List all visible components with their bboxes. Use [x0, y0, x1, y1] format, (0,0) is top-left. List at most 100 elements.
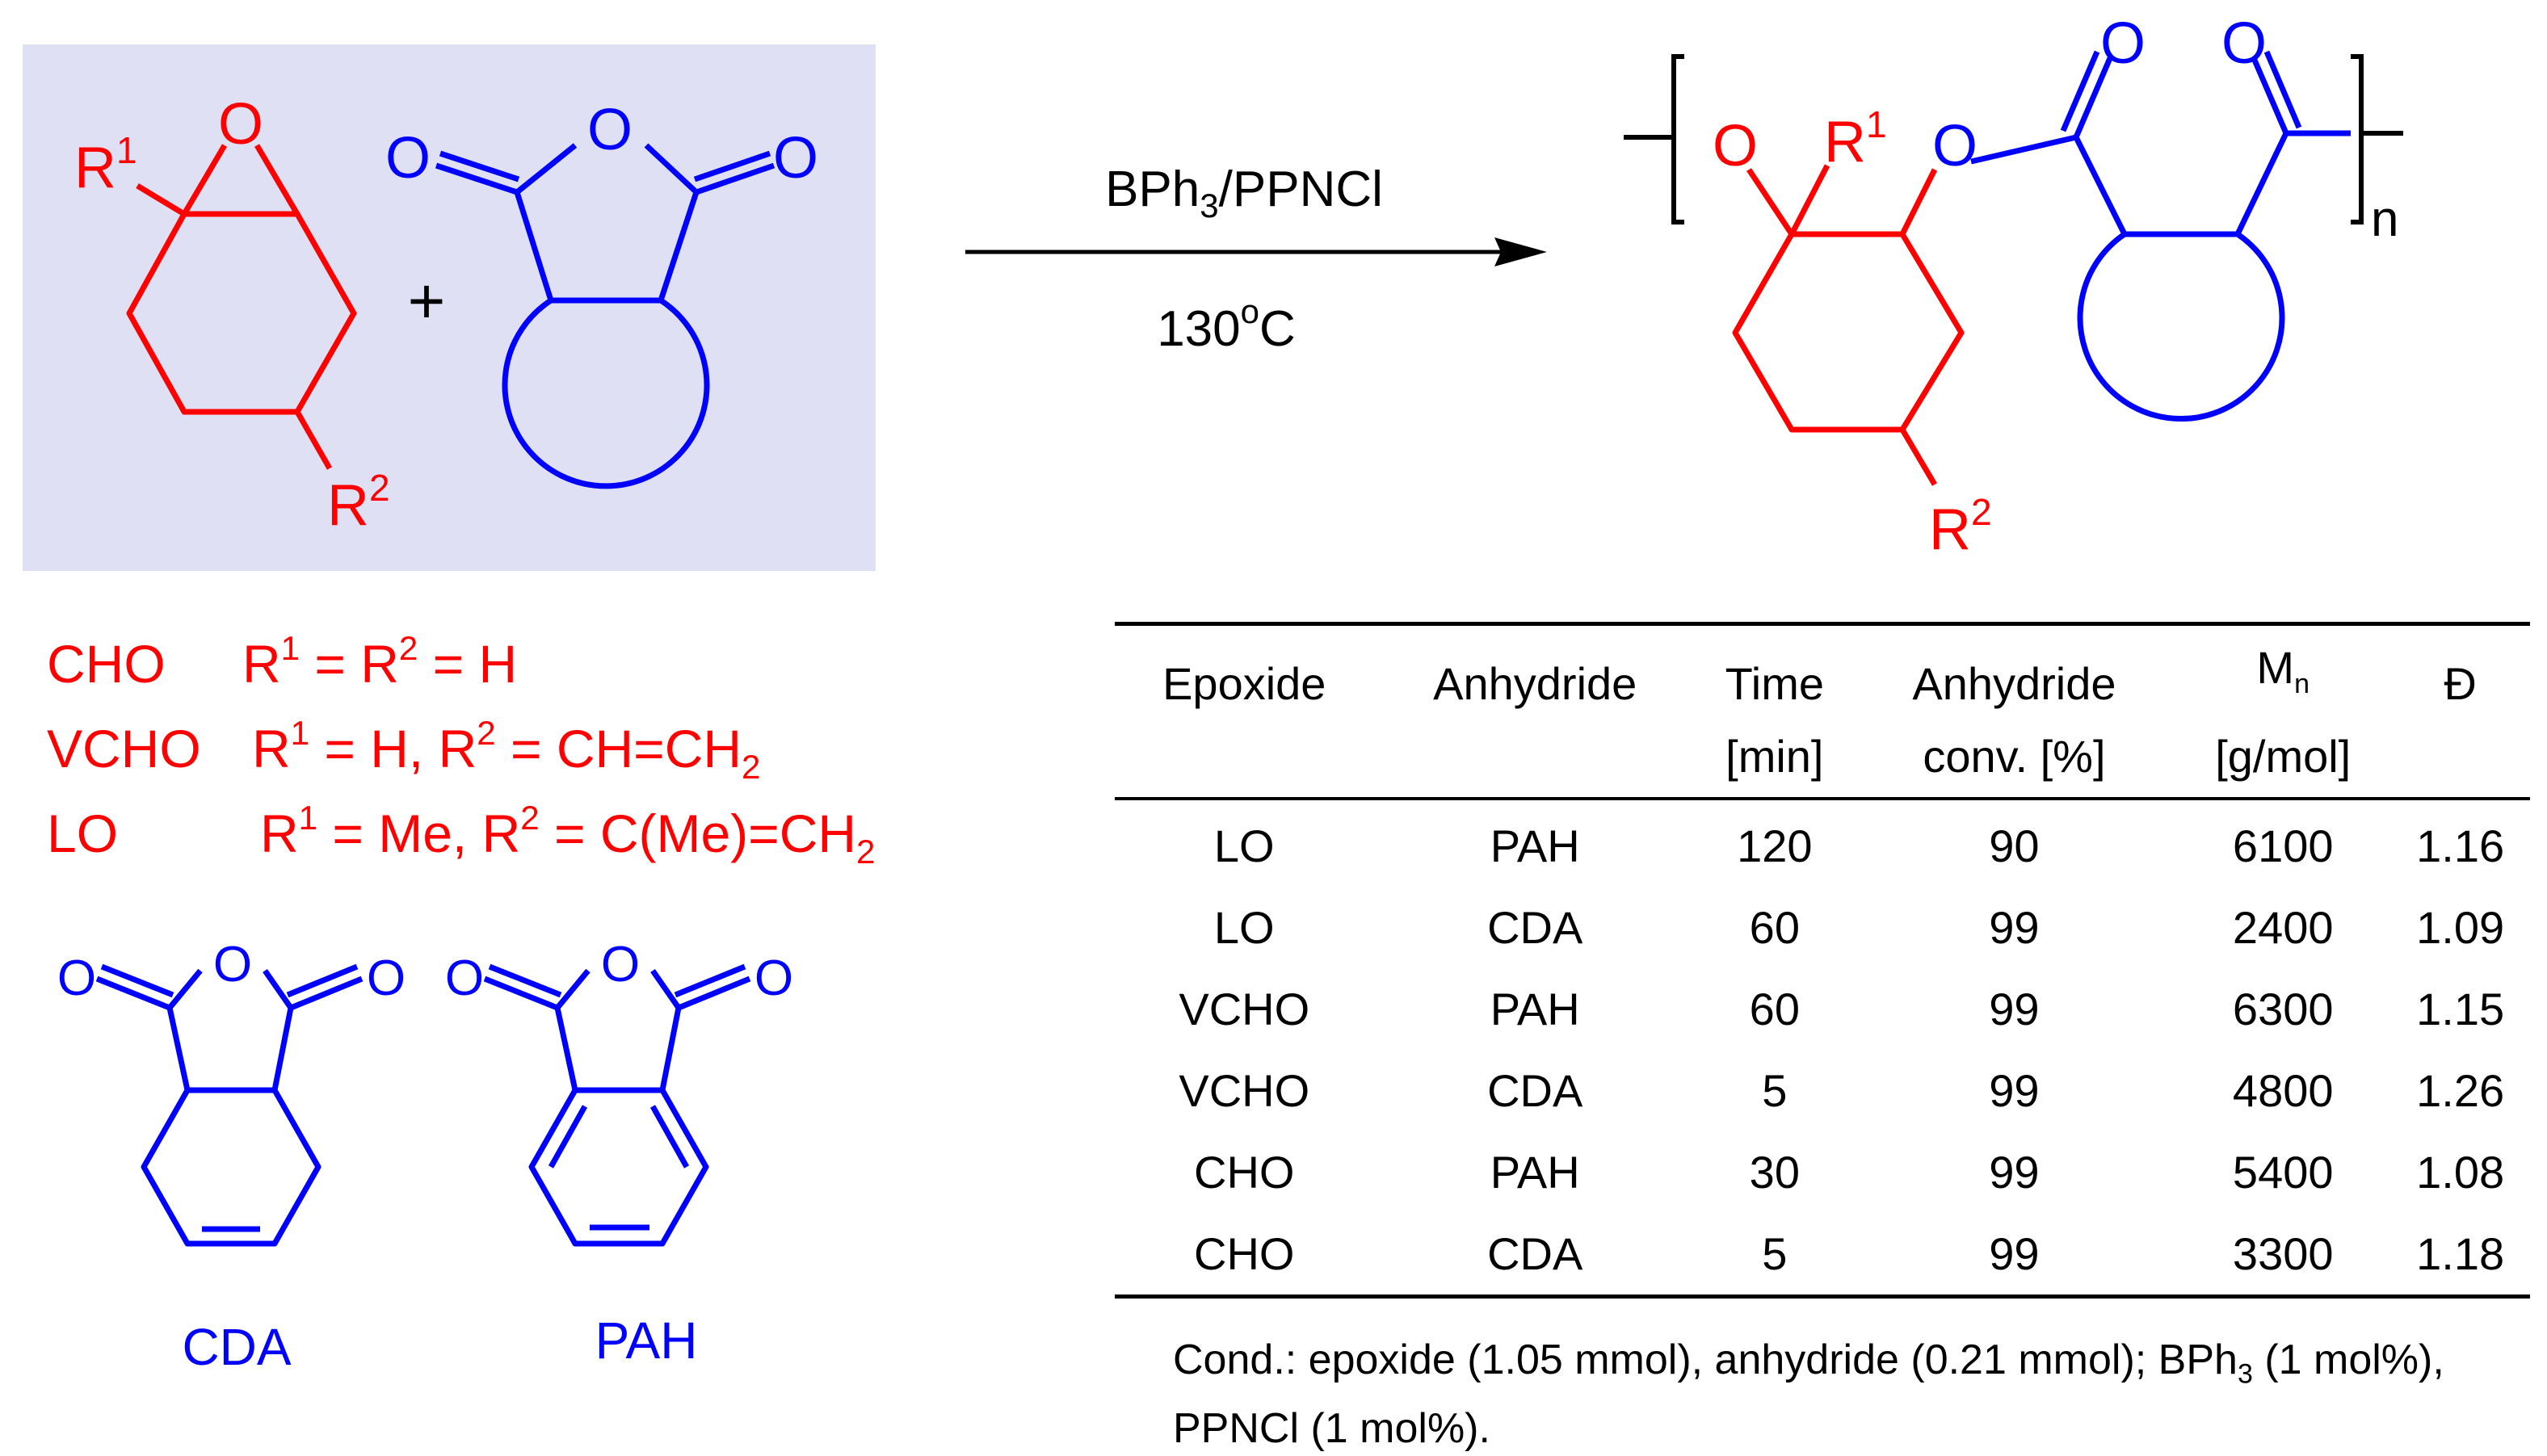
temperature-label: 130oC: [1157, 292, 1296, 357]
header-mn: Mn: [2175, 622, 2391, 716]
header-time: Time: [1696, 622, 1853, 716]
cda-carbonyl-oxygen-right: O: [367, 950, 406, 1006]
reactants-highlight-box: [23, 44, 876, 571]
epoxide-r2-label: R2: [327, 467, 390, 538]
header-mn-unit: [g/mol]: [2175, 716, 2391, 800]
epoxide-def-vcho: R1 = H, R2 = CH=CH2: [252, 714, 760, 786]
table-cell: 1.18: [2390, 1213, 2530, 1299]
epoxide-def-lo: R1 = Me, R2 = C(Me)=CH2: [260, 799, 875, 871]
header-time-unit: [min]: [1696, 716, 1853, 800]
cda-ring-oxygen: O: [213, 937, 252, 992]
table-cell: 5: [1762, 1065, 1788, 1116]
pah-carbonyl-oxygen-left: O: [445, 950, 484, 1006]
results-table: Epoxide Anhydride Time Anhydride Mn Đ [m…: [1115, 622, 2530, 1299]
table-cell: 4800: [2232, 1065, 2334, 1116]
epoxide-name-cho: CHO: [47, 634, 166, 694]
pah-structure: [483, 963, 751, 1247]
table-cell: CDA: [1373, 1213, 1696, 1299]
reaction-arrow: [965, 237, 1547, 266]
table-cell: 60: [1749, 902, 1800, 953]
pah-ring-oxygen: O: [601, 937, 640, 992]
table-cell: CHO: [1115, 1213, 1374, 1299]
table-cell: CDA: [1487, 902, 1583, 953]
pah-label: PAH: [595, 1311, 698, 1370]
polymer-carbonyl-oxygen-2: O: [2221, 11, 2267, 76]
table-cell: PAH: [1490, 820, 1580, 871]
polymer-r2-label: R2: [1929, 491, 1992, 562]
polymer-epoxide-unit: [1732, 164, 1965, 486]
table-cell: 30: [1749, 1147, 1800, 1198]
header-epoxide-unit: [1115, 716, 1374, 800]
table-header-row-1: Epoxide Anhydride Time Anhydride Mn Đ: [1115, 622, 2530, 716]
table-header-row-2: [min] conv. [%] [g/mol]: [1115, 716, 2530, 800]
epoxide-def-cho: R1 = R2 = H: [242, 629, 517, 694]
table-cell: 5: [1696, 1213, 1853, 1299]
table-cell: 3300: [2175, 1213, 2391, 1299]
table-cell: CHO: [1194, 1147, 1295, 1198]
epoxide-name-lo: LO: [47, 804, 118, 863]
epoxide-oxygen-label: O: [218, 92, 263, 157]
table-cell: 99: [1852, 1213, 2176, 1299]
table-cell: VCHO: [1179, 1065, 1310, 1116]
table-cell: CDA: [1487, 1065, 1583, 1116]
table-cell: 120: [1737, 820, 1813, 871]
header-conversion: Anhydride: [1852, 622, 2176, 716]
table-cell: 99: [1989, 902, 2040, 953]
header-anhydride: Anhydride: [1373, 622, 1696, 716]
table-cell: 5400: [2232, 1147, 2334, 1198]
polymer-ester-oxygen: O: [1932, 114, 1977, 178]
table-cell: 1.16: [2416, 820, 2505, 871]
polymer-repeat-subscript: n: [2371, 191, 2398, 247]
table-cell: LO: [1213, 902, 1275, 953]
table-row: VCHO PAH 60 99 6300 1.15: [1115, 968, 2530, 1050]
polymer-r1-label: R1: [1824, 103, 1887, 174]
table-cell: 99: [1989, 1065, 2040, 1116]
anhydride-carbonyl-oxygen-left: O: [385, 126, 431, 191]
cda-structure: [95, 963, 364, 1247]
table-cell: 60: [1749, 984, 1800, 1034]
table-row: VCHO CDA 5 99 4800 1.26: [1115, 1050, 2530, 1131]
conditions-footnote: Cond.: epoxide (1.05 mmol), anhydride (0…: [1173, 1332, 2546, 1456]
table-cell: 1.15: [2416, 984, 2505, 1034]
epoxide-reactant-structure: [126, 144, 357, 470]
table-cell: LO: [1213, 820, 1275, 871]
anhydride-reactant-structure: [435, 143, 775, 489]
table-cell: 1.26: [2416, 1065, 2505, 1116]
table-cell: 6100: [2232, 820, 2334, 871]
header-conversion-unit: conv. [%]: [1852, 716, 2176, 800]
table-cell: PAH: [1490, 1147, 1580, 1198]
table-cell: 2400: [2232, 902, 2334, 953]
table-cell: 90: [1989, 820, 2040, 871]
cda-label: CDA: [182, 1318, 291, 1376]
table-cell: PAH: [1490, 984, 1580, 1034]
anhydride-ring-oxygen: O: [587, 98, 633, 162]
pah-carbonyl-oxygen-right: O: [754, 950, 793, 1006]
polymer-ether-oxygen: O: [1713, 114, 1758, 178]
epoxide-definitions: CHO R1 = R2 = H VCHO R1 = H, R2 = CH=CH2…: [47, 629, 875, 871]
table-row: LO PAH 120 90 6100 1.16: [1115, 799, 2530, 887]
polymer-carbonyl-oxygen-1: O: [2100, 11, 2146, 76]
table-row: LO CDA 60 99 2400 1.09: [1115, 887, 2530, 968]
header-epoxide: Epoxide: [1115, 622, 1374, 716]
plus-sign: +: [408, 265, 446, 337]
anhydride-carbonyl-oxygen-right: O: [773, 126, 818, 191]
table-cell: 99: [1989, 1147, 2040, 1198]
polymer-anhydride-unit: [1970, 50, 2351, 422]
footnote-line-2: PPNCl (1 mol%).: [1173, 1405, 1490, 1453]
header-dispersity-unit: [2390, 716, 2530, 800]
table-cell: VCHO: [1179, 984, 1310, 1034]
epoxide-name-vcho: VCHO: [47, 719, 201, 778]
table-cell: 1.09: [2416, 902, 2505, 953]
table-cell: 99: [1989, 984, 2040, 1034]
table-cell: 6300: [2232, 984, 2334, 1034]
cda-carbonyl-oxygen-left: O: [57, 950, 96, 1006]
table-cell: 1.08: [2416, 1147, 2505, 1198]
polymer-brackets: [1624, 54, 2403, 224]
footnote-line-1: Cond.: epoxide (1.05 mmol), anhydride (0…: [1173, 1336, 2444, 1390]
header-dispersity: Đ: [2390, 622, 2530, 716]
header-anhydride-unit: [1373, 716, 1696, 800]
table-row: CHO PAH 30 99 5400 1.08: [1115, 1131, 2530, 1213]
